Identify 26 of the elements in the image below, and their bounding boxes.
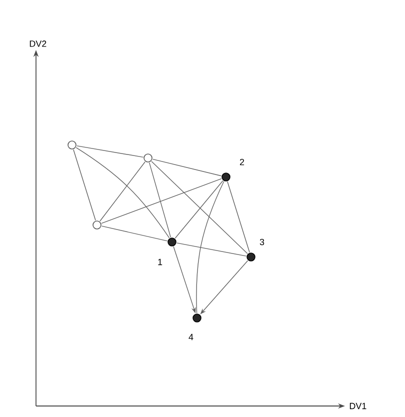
connector-line bbox=[196, 181, 224, 314]
connector-line bbox=[174, 180, 224, 239]
connector-line bbox=[76, 147, 170, 238]
point-number: 1 bbox=[158, 258, 162, 266]
connector-line bbox=[101, 178, 222, 224]
axis-label: DV1 bbox=[350, 402, 366, 410]
connector-line bbox=[227, 181, 250, 253]
connector-line bbox=[101, 226, 168, 242]
point-number: 2 bbox=[240, 158, 244, 166]
point-number: 4 bbox=[188, 334, 194, 340]
point-marker bbox=[222, 172, 230, 182]
point-marker bbox=[192, 314, 202, 322]
connector-line bbox=[73, 149, 96, 221]
connector-line bbox=[152, 158, 222, 176]
connector-line bbox=[100, 162, 146, 222]
point-number: 3 bbox=[260, 238, 264, 246]
connector-line bbox=[176, 242, 247, 256]
point-marker bbox=[92, 220, 102, 230]
connector-line bbox=[76, 145, 144, 158]
connector-line bbox=[151, 161, 248, 254]
point-marker bbox=[144, 154, 152, 162]
connector-line bbox=[149, 162, 171, 238]
point-marker bbox=[68, 140, 76, 150]
point-marker bbox=[168, 238, 176, 246]
point-marker bbox=[246, 252, 256, 262]
axis-label: DV2 bbox=[30, 40, 46, 47]
